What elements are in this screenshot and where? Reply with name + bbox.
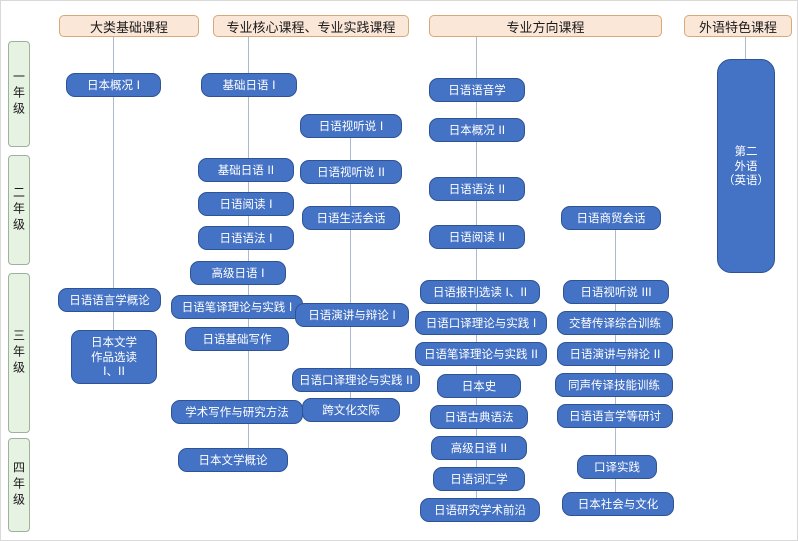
course-box: 日本史 xyxy=(437,374,521,398)
category-header: 专业方向课程 xyxy=(429,15,662,37)
course-box: 日语阅读 II xyxy=(429,225,525,249)
course-box: 日语演讲与辩论 II xyxy=(557,342,673,366)
connector-line xyxy=(350,126,351,399)
course-box: 日语口译理论与实践 I xyxy=(415,311,547,335)
course-box: 日本文学 作品选读 I、II xyxy=(71,330,157,384)
course-box: 日语视听说 III xyxy=(563,280,669,304)
course-box: 日语笔译理论与实践 II xyxy=(415,342,547,366)
year-label: 三年级 xyxy=(8,273,30,433)
course-box: 日语阅读 I xyxy=(198,192,294,216)
year-label: 四年级 xyxy=(8,438,30,532)
category-header: 大类基础课程 xyxy=(59,15,199,37)
course-box: 日语笔译理论与实践 I xyxy=(171,295,303,319)
course-box: 日语古典语法 xyxy=(430,405,528,429)
course-box: 日语报刊选读 I、II xyxy=(420,280,540,304)
course-box: 基础日语 I xyxy=(201,73,297,97)
course-box: 日本概况 II xyxy=(429,118,525,142)
course-box: 日本概况 I xyxy=(66,73,161,97)
course-box: 日语基础写作 xyxy=(185,327,289,351)
course-box: 日语生活会话 xyxy=(302,206,400,230)
course-box: 日语视听说 I xyxy=(300,114,402,138)
course-box: 高级日语 I xyxy=(190,261,286,285)
course-box: 第二 外语 （英语） xyxy=(717,59,775,273)
course-box: 日语商贸会话 xyxy=(561,206,661,230)
category-header: 外语特色课程 xyxy=(684,15,792,37)
course-box: 跨文化交际 xyxy=(302,398,400,422)
course-box: 日语研究学术前沿 xyxy=(420,498,540,522)
year-label: 二年级 xyxy=(8,155,30,265)
course-box: 日语语法 II xyxy=(429,177,525,201)
course-box: 日语视听说 II xyxy=(300,160,402,184)
year-label: 一年级 xyxy=(8,41,30,147)
course-box: 日语语言学等研讨 xyxy=(557,404,673,428)
course-box: 同声传译技能训练 xyxy=(555,373,673,397)
connector-line xyxy=(745,37,746,59)
category-header: 专业核心课程、专业实践课程 xyxy=(213,15,409,37)
course-box: 口译实践 xyxy=(577,455,657,479)
course-box: 交替传译综合训练 xyxy=(557,311,673,335)
course-box: 日本文学概论 xyxy=(178,448,288,472)
course-box: 学术写作与研究方法 xyxy=(171,400,303,424)
connector-line xyxy=(113,37,114,331)
course-box: 日语演讲与辩论 I xyxy=(295,303,409,327)
course-box: 日语词汇学 xyxy=(433,467,525,491)
connector-line xyxy=(476,37,477,499)
course-box: 基础日语 II xyxy=(198,158,294,182)
course-box: 日语口译理论与实践 II xyxy=(292,368,420,392)
course-box: 日本社会与文化 xyxy=(562,492,674,516)
course-box: 日语语音学 xyxy=(429,78,525,102)
course-box: 日语语言学概论 xyxy=(58,288,161,312)
course-box: 高级日语 II xyxy=(431,436,527,460)
course-box: 日语语法 I xyxy=(198,226,294,250)
